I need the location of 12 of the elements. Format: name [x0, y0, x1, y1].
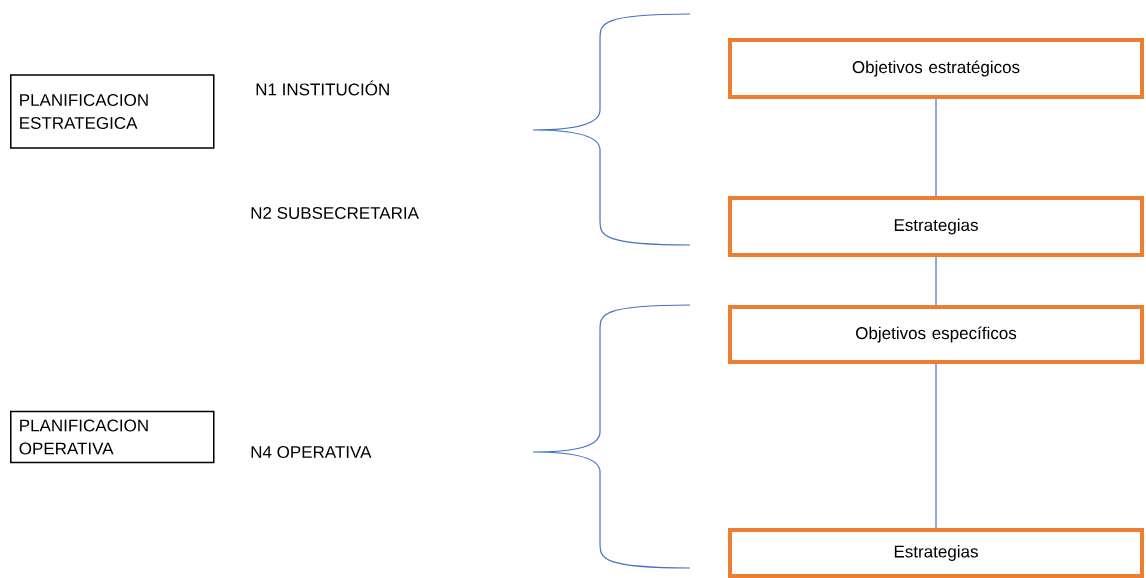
process-box: Estrategias: [728, 196, 1144, 257]
label-box: PLANIFICACION OPERATIVA: [10, 410, 215, 464]
connector-line: [935, 256, 937, 306]
process-box: Objetivos específicos: [728, 305, 1144, 364]
label-box: PLANIFICACION ESTRATEGICA: [10, 74, 215, 149]
level-label: N4 OPERATIVA: [251, 445, 372, 458]
level-label: N1 INSTITUCIÓN: [256, 80, 389, 96]
process-box: Estrategias: [728, 528, 1144, 578]
level-label: N2 SUBSECRETARIA: [251, 206, 419, 219]
connector-line: [935, 363, 937, 529]
connector-line: [935, 98, 937, 197]
process-box: Objetivos estratégicos: [728, 38, 1144, 99]
